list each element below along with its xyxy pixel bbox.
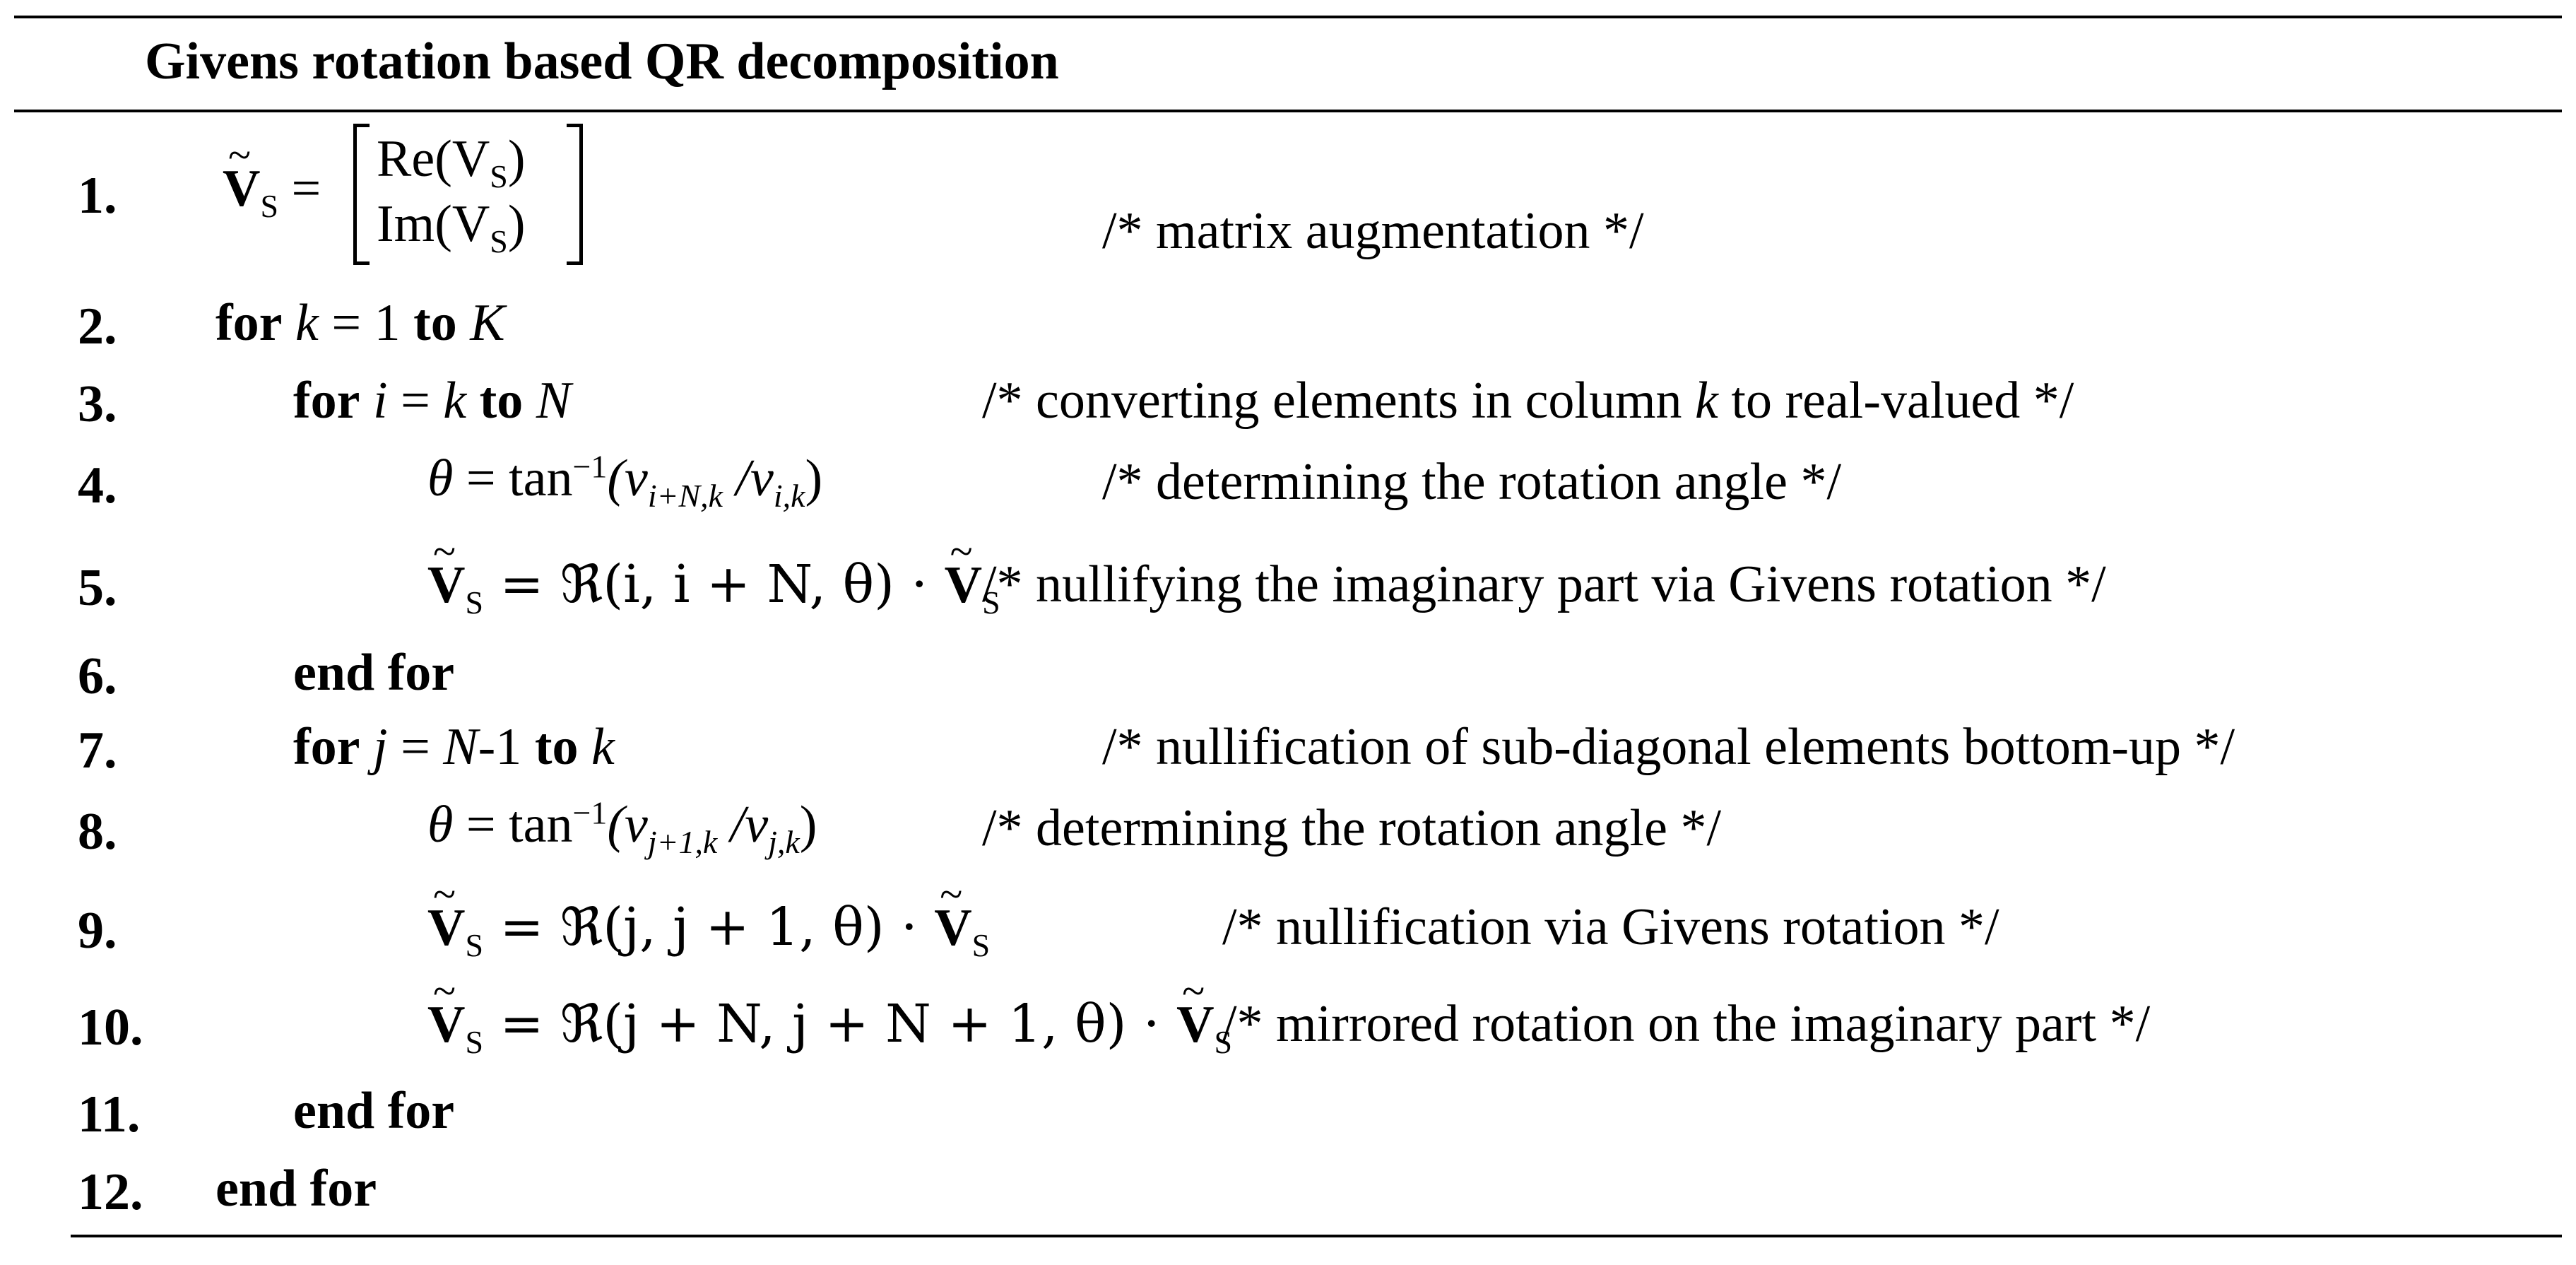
- line-number: 1.: [78, 167, 117, 225]
- v-tilde-symbol: V: [934, 873, 971, 954]
- bottom-rule: [71, 1235, 2562, 1237]
- line-comment: /* nullification via Givens rotation */: [1222, 898, 1999, 956]
- line-comment: /* matrix augmentation */: [1102, 202, 1644, 260]
- line-code: end for: [215, 1160, 377, 1218]
- line-comment: /* determining the rotation angle */: [982, 799, 1722, 857]
- line-number: 3.: [78, 375, 117, 433]
- subscript: S: [260, 187, 278, 224]
- line-number: 8.: [78, 803, 117, 861]
- matrix-row-real: Re(VS): [377, 130, 526, 194]
- line-number: 4.: [78, 457, 117, 514]
- header-rule: [14, 110, 2562, 112]
- line-code: VS = ℜ(j + N, j + N + 1, θ) · VS: [427, 970, 1232, 1058]
- line-code: for j = N-1 to k: [293, 718, 615, 776]
- v-tilde-symbol: V: [223, 134, 260, 215]
- line-number: 2.: [78, 298, 117, 355]
- line-1-lhs: VS =: [223, 134, 321, 222]
- line-code: for i = k to N: [293, 372, 572, 430]
- equals-sign: =: [278, 160, 321, 218]
- line-number: 7.: [78, 722, 117, 779]
- line-comment: /* converting elements in column k to re…: [982, 372, 2074, 430]
- v-tilde-symbol: V: [945, 531, 982, 611]
- augmented-matrix: Re(VS) Im(VS): [353, 124, 583, 265]
- line-comment: /* nullification of sub-diagonal element…: [1102, 718, 2235, 776]
- line-number: 10.: [78, 999, 143, 1057]
- line-comment: /* nullifying the imaginary part via Giv…: [982, 555, 2106, 613]
- v-tilde-symbol: V: [427, 970, 465, 1051]
- line-code: θ = tan−1(vj+1,k /vj,k): [427, 794, 817, 860]
- line-code: VS = ℜ(j, j + 1, θ) · VS: [427, 873, 990, 961]
- line-code: θ = tan−1(vi+N,k /vi,k): [427, 448, 823, 514]
- line-code: for k = 1 to K: [215, 294, 505, 352]
- line-number: 5.: [78, 559, 117, 617]
- matrix-row-imag: Im(VS): [377, 195, 526, 259]
- line-number: 12.: [78, 1163, 143, 1221]
- top-rule: [14, 16, 2562, 18]
- line-comment: /* determining the rotation angle */: [1102, 453, 1842, 511]
- line-number: 11.: [78, 1085, 141, 1143]
- line-code: VS = ℜ(i, i + N, θ) · VS: [427, 531, 1000, 618]
- v-tilde-symbol: V: [427, 873, 465, 954]
- line-number: 6.: [78, 647, 117, 705]
- v-tilde-symbol: V: [427, 531, 465, 611]
- line-code: end for: [293, 644, 455, 702]
- line-number: 9.: [78, 902, 117, 960]
- line-code: end for: [293, 1082, 455, 1140]
- v-tilde-symbol: V: [1176, 970, 1214, 1051]
- algorithm-title: Givens rotation based QR decomposition: [145, 33, 1059, 90]
- line-comment: /* mirrored rotation on the imaginary pa…: [1222, 995, 2151, 1053]
